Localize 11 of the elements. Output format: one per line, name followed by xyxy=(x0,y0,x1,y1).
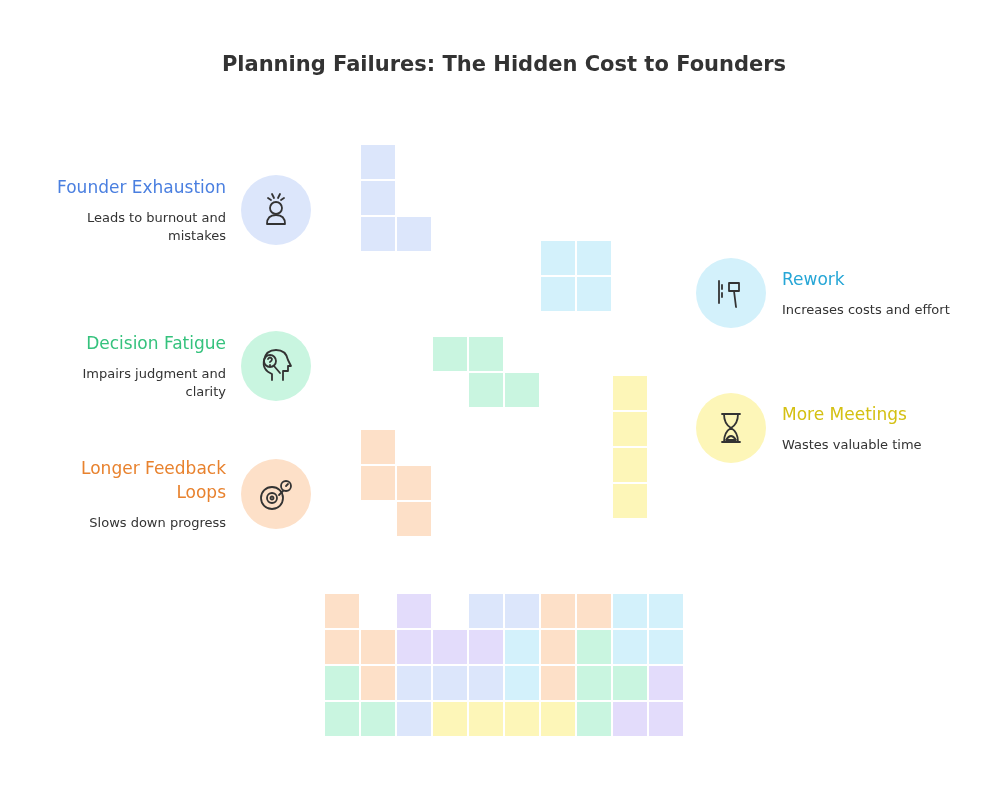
node-description: Slows down progress xyxy=(88,514,226,532)
node-description: Wastes valuable time xyxy=(782,436,923,454)
node-heading: Founder Exhaustion xyxy=(56,176,226,199)
node-heading: Decision Fatigue xyxy=(85,332,226,355)
node-heading: More Meetings xyxy=(782,403,908,426)
node-description: Impairs judgment and clarity xyxy=(81,365,226,401)
node-description: Increases costs and effort xyxy=(782,301,951,319)
node-heading: Longer Feedback Loops xyxy=(80,457,226,504)
node-heading: Rework xyxy=(782,268,846,291)
title: Planning Failures: The Hidden Cost to Founders xyxy=(220,52,788,76)
node-description: Leads to burnout and mistakes xyxy=(85,209,226,245)
